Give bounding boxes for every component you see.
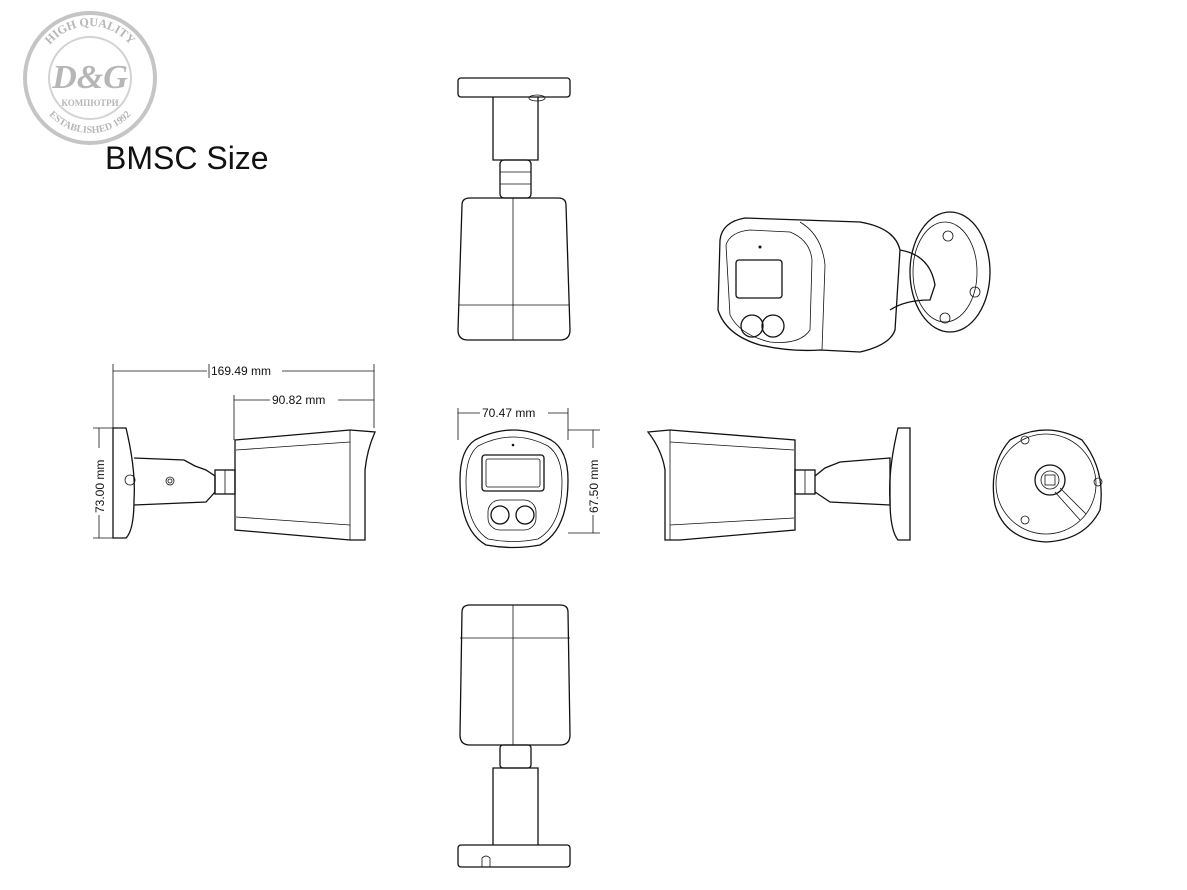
svg-text:70.47 mm: 70.47 mm (482, 406, 535, 420)
back-view (992, 429, 1103, 543)
svg-text:D&G: D&G (51, 59, 128, 96)
dimension-front-width: 70.47 mm (457, 406, 569, 440)
perspective-view (717, 211, 991, 353)
svg-text:90.82 mm: 90.82 mm (272, 393, 325, 407)
dimension-height: 73.00 mm (93, 427, 113, 539)
dimension-total-length: 169.49 mm (112, 364, 375, 428)
svg-text:169.49 mm: 169.49 mm (211, 364, 271, 378)
page-title: BMSC Size (105, 140, 269, 176)
svg-text:73.00 mm: 73.00 mm (93, 460, 107, 513)
svg-text:HIGH QUALITY: HIGH QUALITY (42, 15, 139, 47)
company-logo-seal: HIGH QUALITY ESTABLISHED 1992 D&G КОМПЮТ… (23, 11, 157, 145)
svg-text:ESTABLISHED 1992: ESTABLISHED 1992 (47, 109, 133, 136)
svg-text:КОМПЮТРИ: КОМПЮТРИ (61, 98, 118, 108)
svg-text:67.50 mm: 67.50 mm (587, 460, 601, 513)
dimension-front-height: 67.50 mm (568, 429, 601, 534)
side-view-right (646, 427, 911, 541)
dimension-body-length: 90.82 mm (233, 393, 374, 440)
front-view (459, 429, 569, 549)
bottom-view (457, 604, 571, 868)
top-view (457, 77, 571, 341)
side-view-left (112, 427, 376, 541)
